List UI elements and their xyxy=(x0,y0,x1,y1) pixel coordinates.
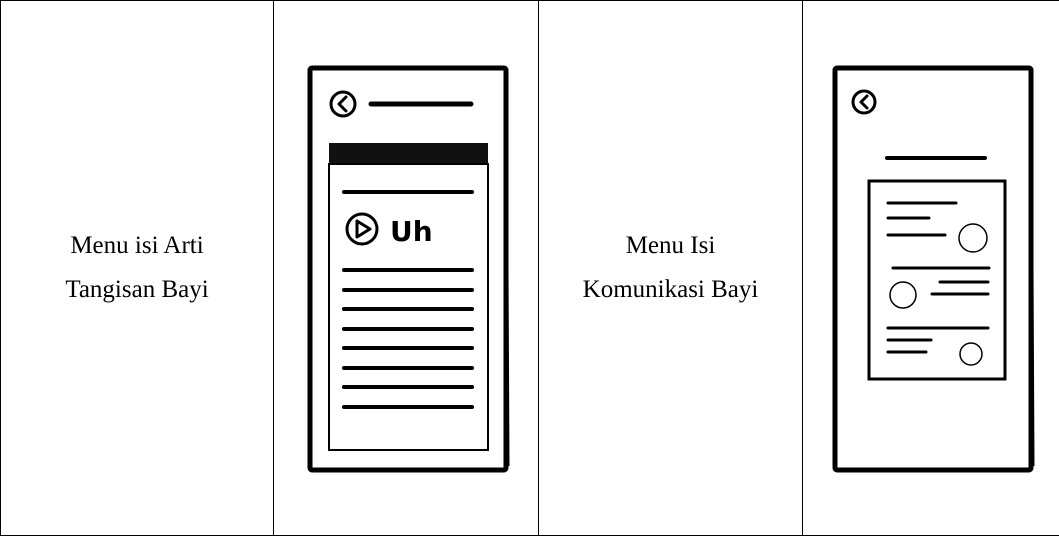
phone-wireframe-arti-tangisan: Uh xyxy=(307,65,510,473)
circle-avatar-icon xyxy=(958,223,988,253)
label-line-2: Komunikasi Bayi xyxy=(582,276,759,303)
header-bar xyxy=(329,143,488,164)
label-cell-arti-tangisan: Menu isi Arti Tangisan Bayi xyxy=(0,0,274,536)
back-circle-icon[interactable] xyxy=(329,90,357,118)
text-lines xyxy=(342,268,474,409)
content-card xyxy=(328,163,489,451)
circle-avatar-icon xyxy=(959,342,983,366)
message-group xyxy=(886,326,990,366)
label-line-1: Menu Isi xyxy=(625,232,716,259)
label-line-1: Menu isi Arti xyxy=(70,232,204,259)
phone-wireframe-komunikasi xyxy=(832,65,1035,473)
label-line-2: Tangisan Bayi xyxy=(65,276,209,303)
wireframe-cell-komunikasi xyxy=(802,0,1059,536)
chat-card xyxy=(867,179,1007,381)
play-circle-icon[interactable] xyxy=(345,212,379,246)
wireframe-cell-arti-tangisan: Uh xyxy=(273,0,539,536)
message-group xyxy=(886,201,988,253)
label-cell-komunikasi: Menu Isi Komunikasi Bayi xyxy=(538,0,803,536)
message-group xyxy=(889,266,991,309)
play-label: Uh xyxy=(390,215,433,248)
back-circle-icon[interactable] xyxy=(851,89,877,115)
circle-avatar-icon xyxy=(889,281,917,309)
